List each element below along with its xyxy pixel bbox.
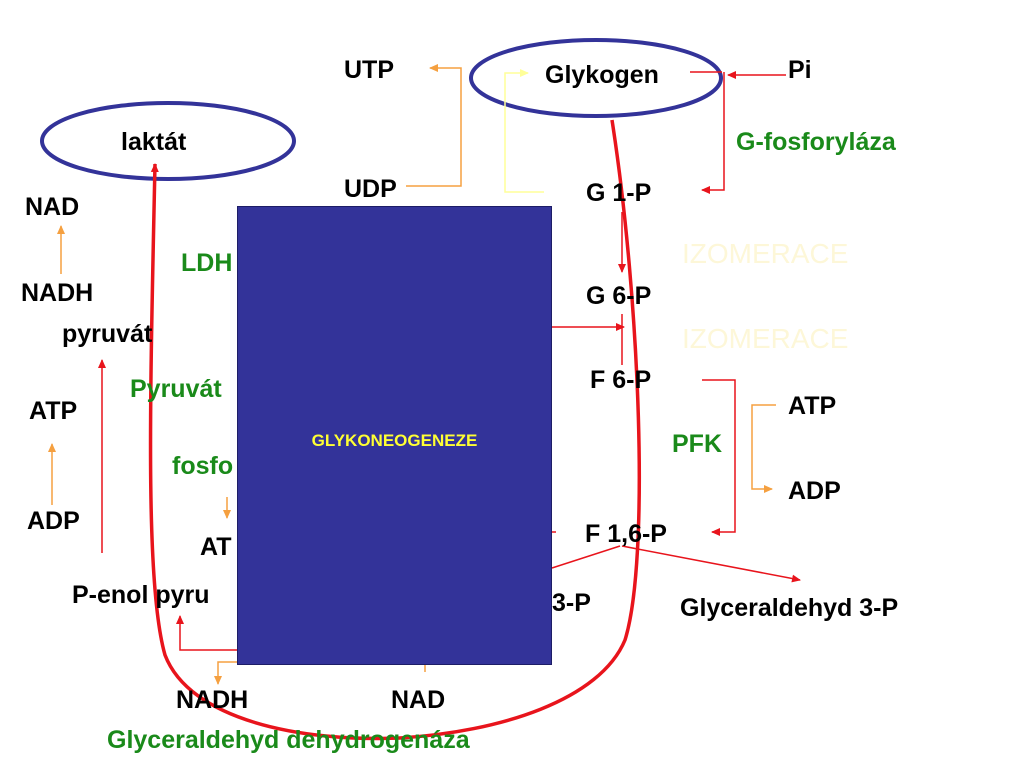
gapdh-label: Glyceraldehyd dehydrogenáza [107, 726, 470, 754]
pyruvat-kinaza-label: Pyruvát [130, 375, 222, 403]
ldh-label: LDH [181, 249, 233, 277]
adp-right-label: ADP [788, 477, 841, 505]
red-cycle-loop [148, 119, 642, 741]
f16p-label: F 1,6-P [585, 520, 667, 548]
p-enol-label: P-enol pyru [72, 581, 210, 609]
laktat-label: laktát [121, 128, 187, 156]
f16p-glyceraldehyd-arrow [621, 545, 801, 583]
nad-top-label: NAD [25, 193, 80, 221]
g6p-label: G 6-P [586, 282, 652, 310]
gapdh-to-penol-arrow [176, 615, 237, 651]
glykoneogeneze-title: GLYKONEOGENEZE [311, 431, 478, 450]
pyruvat-label: pyruvát [62, 320, 153, 348]
izomerace-1-label: IZOMERACE [682, 238, 849, 269]
utp-label: UTP [344, 56, 394, 84]
glykogen-label: Glykogen [545, 61, 659, 89]
atp-right-label: ATP [788, 392, 837, 420]
g1p-glykogen-arrow [504, 69, 544, 193]
glyceraldehyd-3p-label: Glyceraldehyd 3-P [680, 594, 899, 622]
nad-nadh-bottom-arrow [214, 661, 237, 685]
p3-label: 3-P [552, 589, 591, 617]
nadh-bottom-label: NADH [176, 686, 249, 714]
f16p-3p-line [551, 545, 621, 569]
pfk-arrow [702, 379, 736, 536]
nadh-left-label: NADH [21, 279, 94, 307]
f6p-label: F 6-P [590, 366, 652, 394]
atp-left-label: ATP [29, 397, 78, 425]
atp-mid-label: AT [200, 533, 232, 561]
atp-adp-right-arrow [751, 404, 776, 493]
pfk-label: PFK [672, 430, 722, 458]
glykoneogeneze-box: GLYKONEOGENEZE [237, 206, 552, 665]
fosfo-label: fosfo [172, 452, 234, 480]
glykogen-ellipse [469, 38, 723, 118]
pi-label: Pi [788, 56, 812, 84]
udp-label: UDP [344, 175, 397, 203]
adp-left-label: ADP [27, 507, 80, 535]
g1p-label: G 1-P [586, 179, 652, 207]
laktat-ellipse [40, 101, 296, 181]
utp-udp-arrow [406, 64, 462, 187]
g-fosforylaza-label: G-fosforyláza [736, 128, 896, 156]
nad-bottom-label: NAD [391, 686, 446, 714]
izomerace-2-label: IZOMERACE [682, 323, 849, 354]
fosforylaza-arrow [701, 72, 725, 194]
